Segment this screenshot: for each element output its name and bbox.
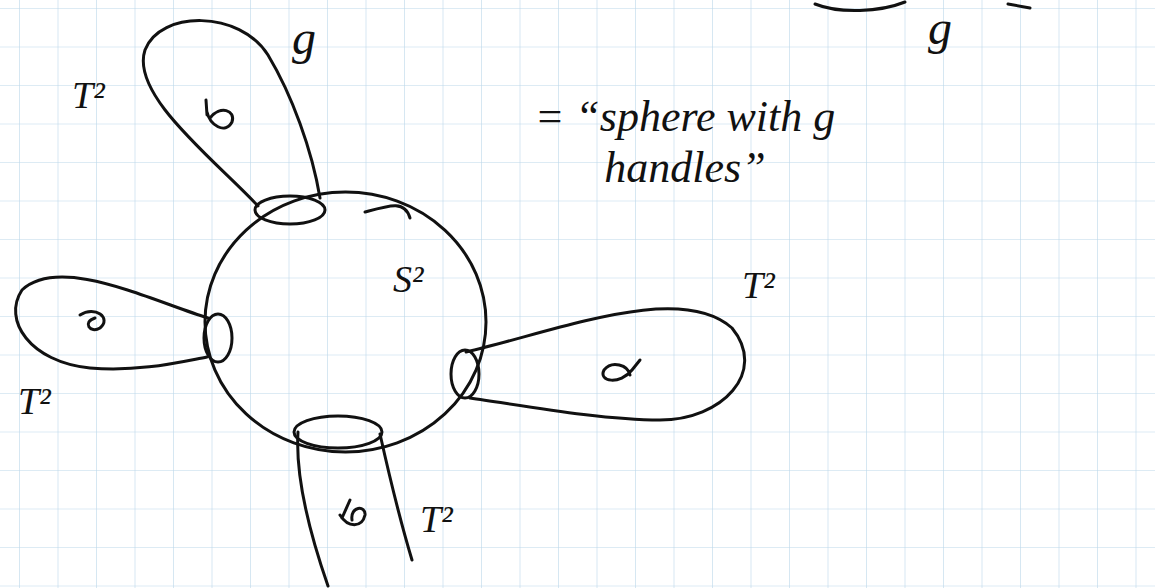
handle bbox=[466, 309, 745, 420]
caption-note: = “sphere with g handles” bbox=[505, 92, 865, 193]
sphere-outline bbox=[203, 190, 488, 454]
sketch-mark bbox=[1008, 4, 1030, 8]
handle-hole bbox=[340, 500, 365, 525]
sphere: S² bbox=[203, 190, 488, 454]
handle bbox=[16, 277, 208, 369]
sphere-outline bbox=[205, 192, 486, 452]
genus-label: g bbox=[292, 14, 316, 62]
sketch-mark bbox=[815, 2, 905, 11]
surface-label: T² bbox=[72, 76, 105, 114]
surface-label: T² bbox=[742, 266, 775, 304]
handle-attachment bbox=[255, 196, 325, 224]
surface-label: T² bbox=[420, 500, 453, 538]
handle-hole bbox=[206, 100, 233, 128]
sphere-label: S² bbox=[393, 260, 423, 298]
handle-hole bbox=[80, 311, 104, 329]
handle-attachment bbox=[294, 416, 382, 448]
handle-hole bbox=[603, 360, 640, 380]
handle bbox=[298, 432, 412, 586]
surface-label: T² bbox=[18, 382, 51, 420]
genus-label: g bbox=[928, 4, 952, 52]
sketch-mark bbox=[365, 206, 410, 218]
